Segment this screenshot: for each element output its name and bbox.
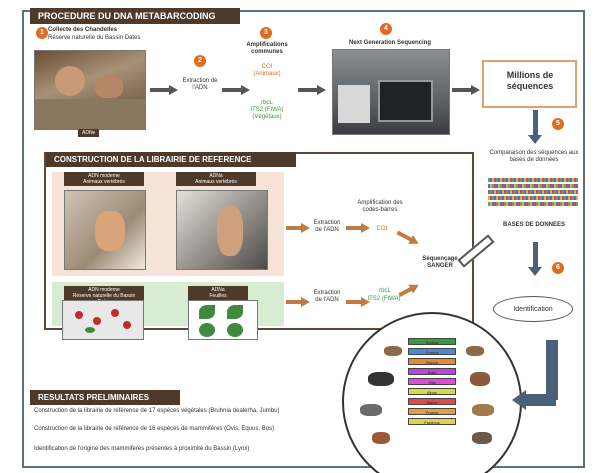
millions-label: Millions de séquences [506,70,554,91]
step-2-label: Extraction de l'ADN [182,78,218,92]
step-4-badge: 4 [380,23,392,35]
step-3-rbcl: rbcL [261,100,273,106]
taxon-label: Vitis [408,378,456,385]
plants-subtitle: Feuilles [209,293,227,299]
step-1-badge: 1 [36,27,48,39]
arrow-lib-4 [286,297,310,307]
animal-silhouette [472,404,494,416]
taxon-label: Salix [408,368,456,375]
identification-label: Identification [513,306,553,313]
ancient-animals-subtitle: Animaux vertébrés [195,179,237,185]
wheel-arrow-head [526,394,556,406]
arrow-5 [528,110,542,144]
seq-row-3 [488,190,578,194]
step-1-label: Collecte des Chandelles [48,27,118,33]
arrow-2 [222,85,250,95]
results-title: RESULTATS PRELIMINAIRES [30,390,180,405]
modern-sample-photo [64,190,146,270]
taxon-label: Prunus [408,408,456,415]
ancient-animals-header: ADNa Animaux vertébrés [176,172,256,186]
seq-row-4 [488,196,578,200]
animal-silhouette [372,432,390,444]
sanger-label: Séquençage SANGER [422,256,458,270]
wheel-arrow-tip [512,390,526,410]
taxon-label: Alnus [408,388,456,395]
lib-rbcl: rbcL [379,288,391,294]
animal-silhouette [368,372,394,386]
taxon-label: Malus [408,398,456,405]
result-item-3: Identification de l'origine des mammifèr… [34,446,250,452]
lib-extract-2: Extraction de l'ADN [313,290,341,304]
taxon-label: Sorbus [408,338,456,345]
step-1-caption: ADNe [78,129,100,137]
lib-coi: COI [376,226,388,232]
wheel-arrow [546,340,558,400]
plants-title: ADNa [211,287,225,293]
result-item-1: Construction de la librairie de référenc… [34,408,280,414]
leaves-photo [188,300,258,340]
step-3-badge: 3 [260,27,272,39]
adn-plants-title: ADN moderne [88,287,120,293]
step-1-sublabel: Réserve naturelle du Bassin Dates [48,35,141,41]
identification-oval [493,296,573,322]
lib-its2: ITS2 (FIWA) [367,296,401,302]
comparison-label: Comparaison des séquences aux bases de d… [489,150,579,164]
step-2-badge: 2 [194,55,206,67]
animal-silhouette [384,346,402,356]
arrow-lib-1 [286,223,310,233]
plants-header: ADNa Feuilles [188,286,248,300]
arrow-6 [528,242,542,276]
step-6-badge: 6 [552,262,564,274]
ancient-animals-title: ADNa [209,173,223,179]
taxon-label: Fraxinus [408,418,456,425]
taxon-label: Rubus [408,358,456,365]
step-3-sub: (Végétaux) [252,114,282,120]
animal-silhouette [472,432,492,444]
seq-row-5 [488,202,578,206]
adn-animals-header: ADN moderne Animaux vertébrés [64,172,144,186]
adn-animals-subtitle: Animaux vertébrés [83,179,125,185]
step-5-badge: 5 [552,118,564,130]
arrow-3 [298,85,326,95]
animal-silhouette [466,346,484,356]
library-title: CONSTRUCTION DE LA LIBRAIRIE DE REFERENC… [46,152,296,167]
step-3-its2: ITS2 (FIWA) [250,107,284,113]
animal-silhouette [470,372,490,386]
lib-extract-1: Extraction de l'ADN [313,220,341,234]
step-3-coi: COI [261,64,273,70]
adn-animals-title: ADN moderne [88,173,120,179]
sequencer-photo [332,49,450,135]
taxon-label: Cornus [408,348,456,355]
arrow-4 [452,85,480,95]
result-item-2: Construction de la librairie de référenc… [34,426,275,432]
millions-box [482,60,577,108]
arrow-lib-2 [346,223,370,233]
arrow-1 [150,85,178,95]
step-4-label: Next Generation Sequencing [348,40,432,46]
berries-photo [62,300,144,340]
field-photo [34,50,146,130]
animal-silhouette [360,404,382,416]
page-title: PROCEDURE DU DNA METABARCODING [30,8,240,24]
arrow-lib-5 [346,297,370,307]
lib-amp: Amplification des codes-barres [357,200,403,214]
step-3-label: Amplifications communes [246,42,288,56]
seq-row-2 [488,184,578,188]
ancient-sample-photo [176,190,268,270]
databases-label: BASES DE DONNEES [502,222,565,228]
step-3-coi-sub: (Animaux) [253,71,281,77]
seq-row-1 [488,178,578,182]
